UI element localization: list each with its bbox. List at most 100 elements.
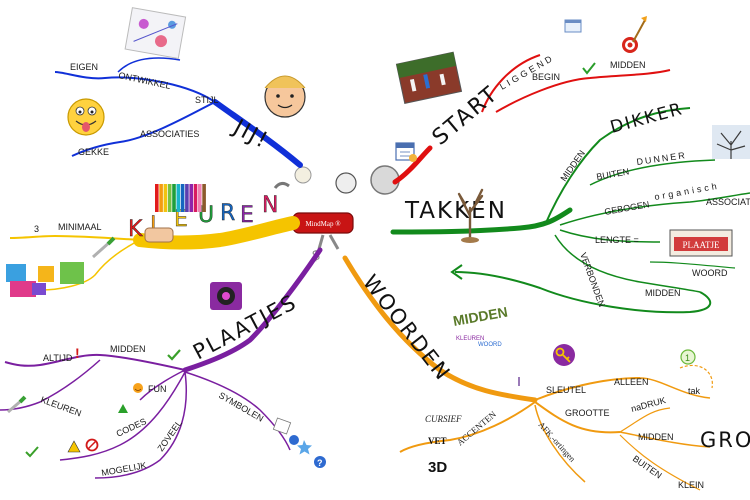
plaatjes-codes-branch: [59, 371, 186, 461]
woorden-grootte-branch: [534, 401, 621, 434]
start-main-branch: [392, 145, 433, 185]
plaatje-label: PLAATJE: [682, 240, 720, 250]
takken-woord-branch: [649, 261, 736, 269]
star-icon: [297, 440, 312, 455]
kleuren-letter: E: [240, 203, 254, 228]
branch-jij: EIGEN ONTWIKKEL STIJL ASSOCIATIES GEKKE …: [54, 7, 306, 168]
jij-eigen-label: EIGEN: [70, 62, 98, 72]
woorden-grootte-label: GROOTTE: [565, 408, 610, 418]
pencil: [185, 184, 189, 212]
start-begin-label: BEGIN: [532, 72, 560, 82]
plaatjes-title: PLAATJES: [189, 290, 301, 365]
pencil: [193, 184, 198, 212]
takken-dikker-label: DIKKER: [608, 99, 686, 138]
kleuren-lower-branch: [39, 239, 141, 291]
silly-smiley-icon: [67, 98, 105, 136]
woorden-3d-label: 3D: [428, 459, 447, 476]
jij-title: JIJ!: [227, 114, 273, 154]
paintbrush-icon-2: [7, 395, 27, 414]
plaatjes-main-branch: [182, 247, 323, 373]
woorden-tak-branch: [639, 377, 711, 399]
warning-icon: [67, 440, 81, 453]
woorden-afk-label: AFK.-ortingen: [537, 420, 579, 465]
pencils-icon: [155, 184, 206, 212]
wordcloud-icon: MIDDEN KLEUREN WOORD: [452, 304, 509, 348]
colorful-letters-icon: [6, 262, 84, 297]
wordcloud-midden: MIDDEN: [452, 304, 509, 329]
target-icon: [622, 16, 647, 53]
start-begin-branch: [495, 69, 671, 113]
jij-ontwikkel-label: ONTWIKKEL: [118, 70, 172, 91]
pencil: [159, 184, 163, 212]
dry-tree-icon: [457, 188, 484, 243]
takken-midden2-label: MIDDEN: [645, 288, 681, 298]
woorden-main-branch: [342, 255, 538, 403]
pencil: [202, 184, 206, 212]
pencil: [167, 184, 172, 212]
takken-buiten-branch: [589, 159, 716, 186]
tree-photo-icon: [712, 125, 750, 159]
stopwatch-icon: [335, 172, 357, 194]
svg-text:?: ?: [317, 458, 323, 468]
takken-associatie-label: ASSOCIATIE: [706, 197, 750, 207]
woorden-accenten-branch: [399, 401, 536, 453]
pencil: [180, 184, 185, 212]
start-midden-label: MIDDEN: [610, 60, 646, 70]
woorden-alleen-label: ALLEEN: [614, 377, 649, 387]
plaatjes-zoveel-branch: [94, 371, 187, 479]
takken-verbonden-branch: [554, 234, 701, 293]
window-icon: [564, 19, 582, 33]
woorden-vet-label: VET: [428, 436, 447, 446]
kleuren-three-label: 3: [34, 224, 39, 234]
woorden-tak-label: tak: [688, 386, 701, 396]
branch-plaatjes: PLAATJES ALTIJD MIDDEN KLEUREN FUN CODES…: [0, 247, 326, 479]
plaatjes-midden-branch: [4, 353, 186, 371]
woorden-midden-label: MIDDEN: [638, 432, 674, 442]
arrow-head-icon: [450, 264, 463, 280]
pencil: [172, 184, 176, 212]
woorden-nadruk-label: naDRUK: [630, 395, 667, 414]
branch-woorden: WOORDEN MIDDEN KLEUREN WOORD SLEUTEL ALL…: [342, 255, 750, 491]
kleuren-letter: K: [128, 217, 143, 242]
takken-buiten-label: BUITEN: [596, 166, 630, 182]
woorden-sleutel-branch: [534, 377, 641, 401]
takken-midden-branch: [544, 107, 691, 226]
woorden-gro-label: GRO: [700, 428, 750, 452]
kleuren-minimaal-branch: [9, 234, 141, 241]
exclamation-icon: !: [75, 345, 80, 361]
woorden-one-label: 1: [685, 353, 690, 363]
plaatjes-symbolen-branch: [184, 371, 291, 451]
jij-associaties-label: ASSOCIATIES: [140, 129, 199, 139]
woorden-midden-branch: [619, 431, 711, 448]
takken-lengte-label: LENGTE =: [595, 235, 639, 245]
woorden-buiten-branch: [619, 434, 701, 491]
plaatjes-fun-label: FUN: [148, 384, 167, 394]
center-label: MindMap ®: [305, 220, 341, 228]
wordcloud-woord: WOORD: [478, 342, 502, 348]
plaatjes-altijd-label: ALTIJD: [43, 353, 73, 363]
no-entry-icon: [85, 438, 99, 452]
checkmark-icon: [582, 62, 596, 75]
kleuren-letter: N: [262, 193, 278, 218]
plaatjes-fun-branch: [139, 369, 186, 401]
takken-gebogen-label: GEBOGEN: [604, 199, 651, 217]
kleuren-minimaal-label: MINIMAAL: [58, 222, 102, 232]
plaatjes-midden-label: MIDDEN: [110, 344, 146, 354]
plaatjes-codes-label: CODES: [115, 416, 148, 439]
checkmark-icon-2: [25, 446, 39, 458]
takken-main-branch: [390, 207, 573, 235]
mindmap-thumbnail-icon: [124, 7, 187, 59]
smiley-icon: [133, 383, 143, 393]
number-one-icon: 1: [680, 349, 696, 365]
symbols-icons: ?: [272, 417, 326, 468]
hand-icon: [273, 181, 290, 189]
checkmark-icon: [167, 349, 181, 361]
kleuren-letter: E: [174, 207, 188, 232]
pencil: [176, 184, 181, 212]
jij-eigen-branch: [117, 57, 181, 73]
woorden-dashed-arrow: [679, 364, 713, 389]
start-liggend-branch: [481, 54, 541, 113]
pencil: [163, 184, 168, 212]
